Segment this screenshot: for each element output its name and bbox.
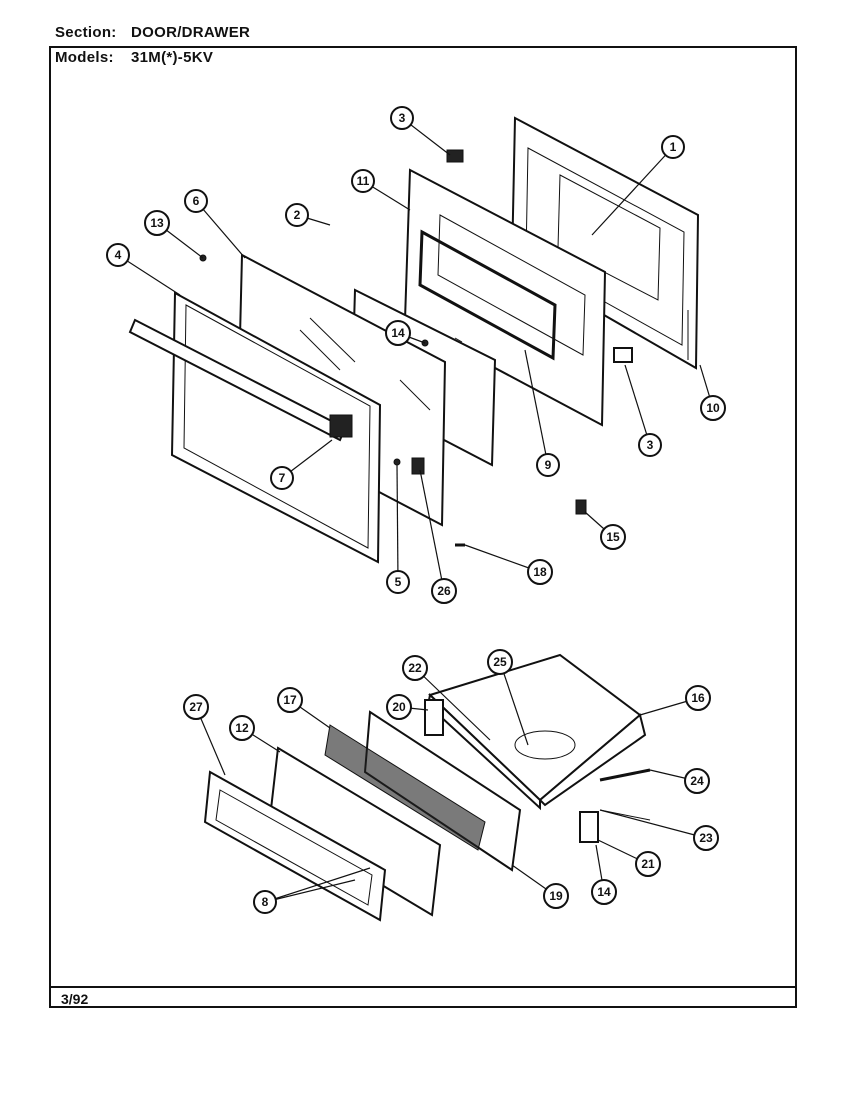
drawer-bracket <box>424 699 444 736</box>
callout-10-label: 10 <box>706 401 720 415</box>
callout-25: 25 <box>487 649 513 675</box>
small-parts <box>199 149 633 547</box>
callout-16-label: 16 <box>691 691 705 705</box>
callout-17: 17 <box>277 687 303 713</box>
callout-21: 21 <box>635 851 661 877</box>
section-heading: Section: DOOR/DRAWER <box>55 24 250 41</box>
callout-7-label: 7 <box>279 471 286 485</box>
callout-20: 20 <box>386 694 412 720</box>
callout-11: 11 <box>351 169 375 193</box>
drawer-insulation <box>324 724 486 851</box>
callout-1: 1 <box>661 135 685 159</box>
callout-8: 8 <box>253 890 277 914</box>
callout-14-drawer-label: 14 <box>597 885 611 899</box>
outer-door-frame <box>128 291 382 564</box>
drawer-outer-panel <box>268 746 442 917</box>
callout-6: 6 <box>184 189 208 213</box>
callout-26-label: 26 <box>437 584 451 598</box>
callout-8-label: 8 <box>262 895 269 909</box>
models-heading: Models: 31M(*)-5KV <box>55 49 213 66</box>
callout-3-right-label: 3 <box>647 438 654 452</box>
section-label: Section: <box>55 24 117 41</box>
callout-16: 16 <box>685 685 711 711</box>
section-value: DOOR/DRAWER <box>131 24 251 41</box>
drawer-slides <box>579 768 651 843</box>
callout-25-label: 25 <box>493 655 507 669</box>
callout-27-label: 27 <box>189 700 203 714</box>
callout-14-door: 14 <box>385 320 411 346</box>
callout-14-drawer: 14 <box>591 879 617 905</box>
door-inner-panel <box>510 116 700 370</box>
door-badge <box>411 457 425 475</box>
diagram-frame: 3/92 <box>49 46 797 1008</box>
callout-17-label: 17 <box>283 693 297 707</box>
callout-2-label: 2 <box>294 208 301 222</box>
drawer-body <box>424 653 647 811</box>
callout-14-door-label: 14 <box>391 326 405 340</box>
callout-18: 18 <box>527 559 553 585</box>
callout-7: 7 <box>270 466 294 490</box>
callout-4-label: 4 <box>115 248 122 262</box>
door-liner <box>403 168 607 427</box>
callout-24: 24 <box>684 768 710 794</box>
callout-19: 19 <box>543 883 569 909</box>
callout-21-label: 21 <box>641 857 655 871</box>
callout-23-label: 23 <box>699 831 713 845</box>
callout-18-label: 18 <box>533 565 547 579</box>
callout-22-label: 22 <box>408 661 422 675</box>
callout-12-label: 12 <box>235 721 249 735</box>
callout-5-label: 5 <box>395 575 402 589</box>
callout-12: 12 <box>229 715 255 741</box>
callout-23: 23 <box>693 825 719 851</box>
drawer-roller <box>579 811 599 843</box>
callout-1-label: 1 <box>670 140 677 154</box>
door-handle-bar <box>128 318 347 442</box>
callout-11-label: 11 <box>357 174 370 188</box>
handle-end-cap <box>329 414 353 438</box>
callout-3-right: 3 <box>638 433 662 457</box>
callout-9: 9 <box>536 453 560 477</box>
callout-6-label: 6 <box>193 194 200 208</box>
models-label: Models: <box>55 49 114 66</box>
footer-rule <box>51 986 795 988</box>
callout-3-top: 3 <box>390 106 414 130</box>
callout-15: 15 <box>600 524 626 550</box>
callout-24-label: 24 <box>690 774 704 788</box>
callout-13: 13 <box>144 210 170 236</box>
revision-date: 3/92 <box>61 991 89 1007</box>
drawer-trim-frame <box>203 770 387 922</box>
callout-26: 26 <box>431 578 457 604</box>
callout-19-label: 19 <box>549 889 563 903</box>
callout-15-label: 15 <box>606 530 620 544</box>
callout-20-label: 20 <box>392 700 406 714</box>
callout-3-top-label: 3 <box>399 111 406 125</box>
callout-5: 5 <box>386 570 410 594</box>
callout-9-label: 9 <box>545 458 552 472</box>
callout-27: 27 <box>183 694 209 720</box>
callout-10: 10 <box>700 395 726 421</box>
callout-22: 22 <box>402 655 428 681</box>
callout-13-label: 13 <box>150 216 164 230</box>
models-value: 31M(*)-5KV <box>131 49 214 66</box>
callout-2: 2 <box>285 203 309 227</box>
callout-4: 4 <box>106 243 130 267</box>
